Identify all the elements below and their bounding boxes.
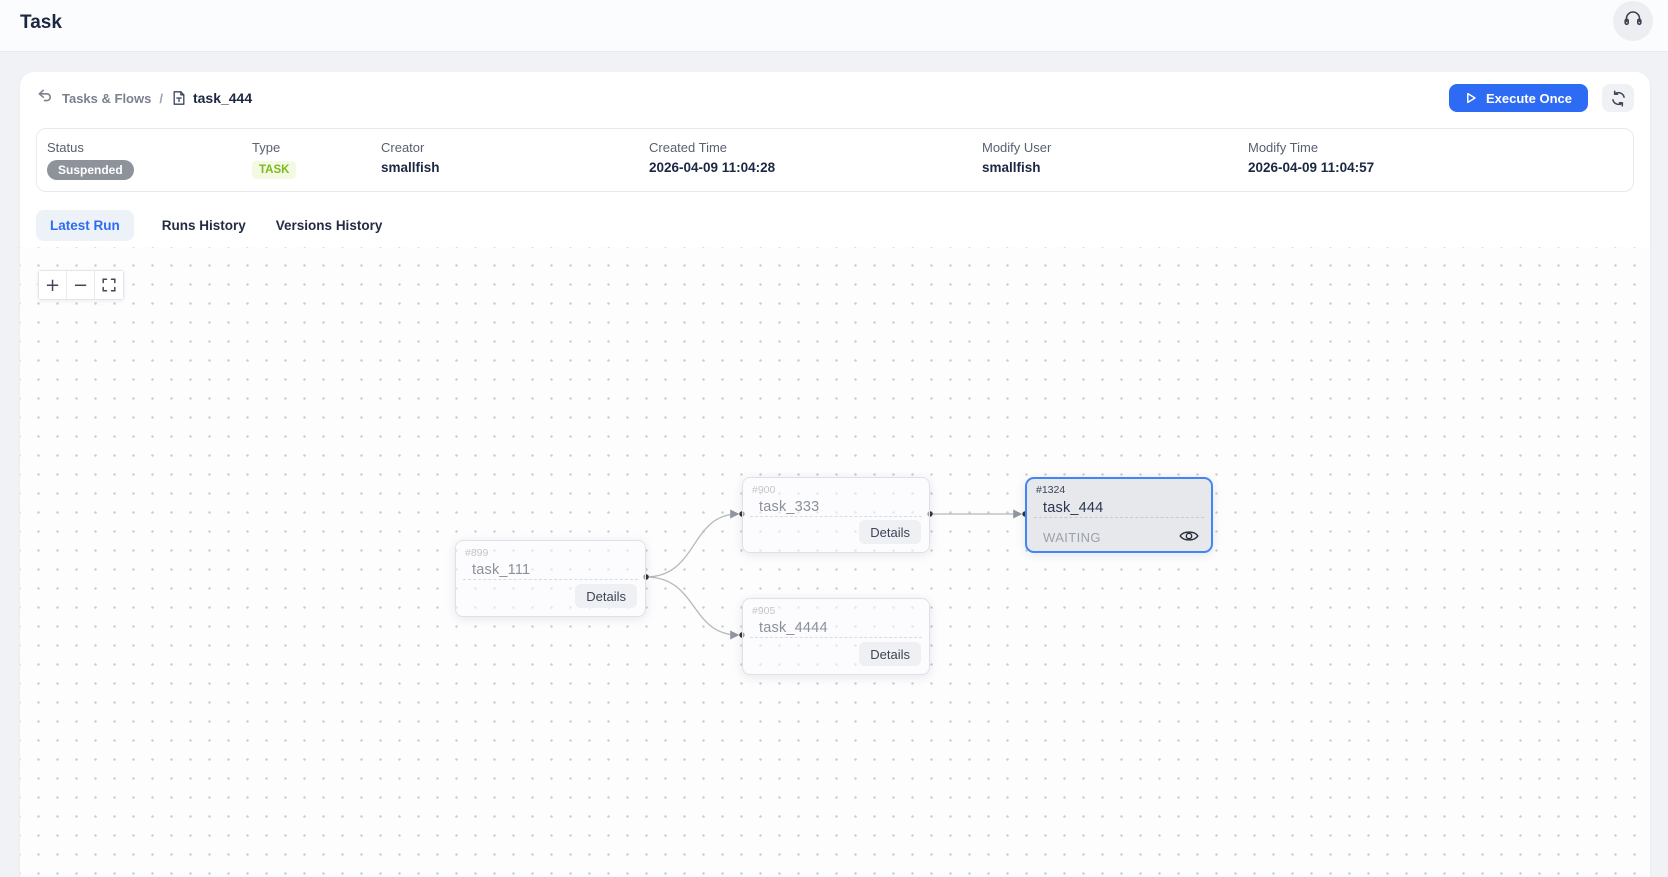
- node-details-button[interactable]: Details: [859, 642, 921, 666]
- main-panel: Tasks & Flows / task_444 Execute Once: [20, 72, 1650, 877]
- node-name: task_444: [1043, 500, 1104, 516]
- breadcrumb-separator: /: [159, 90, 163, 106]
- breadcrumb-parent-link[interactable]: Tasks & Flows: [62, 90, 152, 106]
- meta-field-creator: Creator smallfish: [381, 140, 440, 175]
- task-file-icon: [171, 90, 187, 106]
- zoom-in-button[interactable]: +: [39, 271, 67, 299]
- status-badge: Suspended: [47, 160, 134, 180]
- node-run-id: #899: [465, 547, 489, 559]
- flow-edge-task-111-to-task-4444: [645, 576, 740, 640]
- meta-field-value: smallfish: [381, 160, 440, 175]
- refresh-icon: [1610, 89, 1627, 107]
- page-title: Task: [20, 12, 62, 33]
- meta-field-modify-time: Modify Time 2026-04-09 11:04:57: [1248, 140, 1374, 175]
- header-actions: Execute Once: [1449, 84, 1634, 112]
- plus-icon: +: [44, 274, 61, 296]
- back-button[interactable]: [36, 87, 53, 109]
- play-icon: [1465, 92, 1477, 104]
- node-divider: [463, 579, 638, 580]
- meta-field-label: Modify User: [982, 140, 1052, 155]
- fit-view-button[interactable]: [95, 271, 123, 299]
- node-name: task_4444: [759, 620, 828, 636]
- node-status: WAITING: [1043, 529, 1101, 545]
- node-run-id: #905: [752, 605, 776, 617]
- node-details-button[interactable]: Details: [575, 584, 637, 608]
- breadcrumb: Tasks & Flows / task_444 Execute Once: [36, 80, 1634, 116]
- tab-versions-history[interactable]: Versions History: [275, 218, 383, 233]
- meta-field-label: Modify Time: [1248, 140, 1319, 155]
- eye-icon: [1179, 529, 1199, 546]
- support-button[interactable]: [1613, 1, 1653, 41]
- fit-view-icon: [102, 278, 116, 292]
- execute-once-button[interactable]: Execute Once: [1449, 84, 1588, 112]
- flow-edges: [643, 509, 1028, 640]
- meta-field-value: smallfish: [982, 160, 1041, 175]
- refresh-button[interactable]: [1602, 84, 1634, 112]
- meta-field-label: Status: [47, 140, 84, 155]
- node-run-id: #1324: [1036, 484, 1066, 496]
- meta-field-label: Creator: [381, 140, 425, 155]
- tabs: Latest Run Runs History Versions History: [36, 210, 384, 241]
- headset-icon: [1622, 8, 1644, 35]
- node-divider: [750, 637, 922, 638]
- meta-field-created-time: Created Time 2026-04-09 11:04:28: [649, 140, 775, 175]
- node-run-id: #900: [752, 484, 776, 496]
- node-name: task_333: [759, 499, 820, 515]
- meta-field-label: Created Time: [649, 140, 728, 155]
- undo-arrow-icon: [36, 87, 53, 109]
- meta-field-label: Type: [252, 140, 281, 155]
- meta-field-modify-user: Modify User smallfish: [982, 140, 1051, 175]
- node-divider: [750, 516, 922, 517]
- execute-once-label: Execute Once: [1486, 90, 1572, 106]
- view-log-button[interactable]: [1179, 529, 1199, 546]
- status-badge: TASK: [252, 161, 297, 179]
- meta-field-value: 2026-04-09 11:04:28: [649, 160, 776, 175]
- node-name: task_111: [472, 562, 531, 578]
- node-status-row: WAITING: [1043, 525, 1199, 549]
- breadcrumb-current: task_444: [192, 90, 253, 106]
- zoom-out-button[interactable]: −: [67, 271, 95, 299]
- canvas-zoom-toolbar: + −: [38, 270, 124, 300]
- tab-latest-run[interactable]: Latest Run: [36, 210, 134, 241]
- node-details-button[interactable]: Details: [859, 520, 921, 544]
- tab-runs-history[interactable]: Runs History: [161, 218, 246, 233]
- minus-icon: −: [72, 274, 89, 296]
- topbar: Task: [0, 0, 1668, 52]
- flow-edge-task-111-to-task-333: [645, 509, 740, 578]
- meta-field-value: 2026-04-09 11:04:57: [1248, 160, 1375, 175]
- node-divider: [1034, 517, 1204, 518]
